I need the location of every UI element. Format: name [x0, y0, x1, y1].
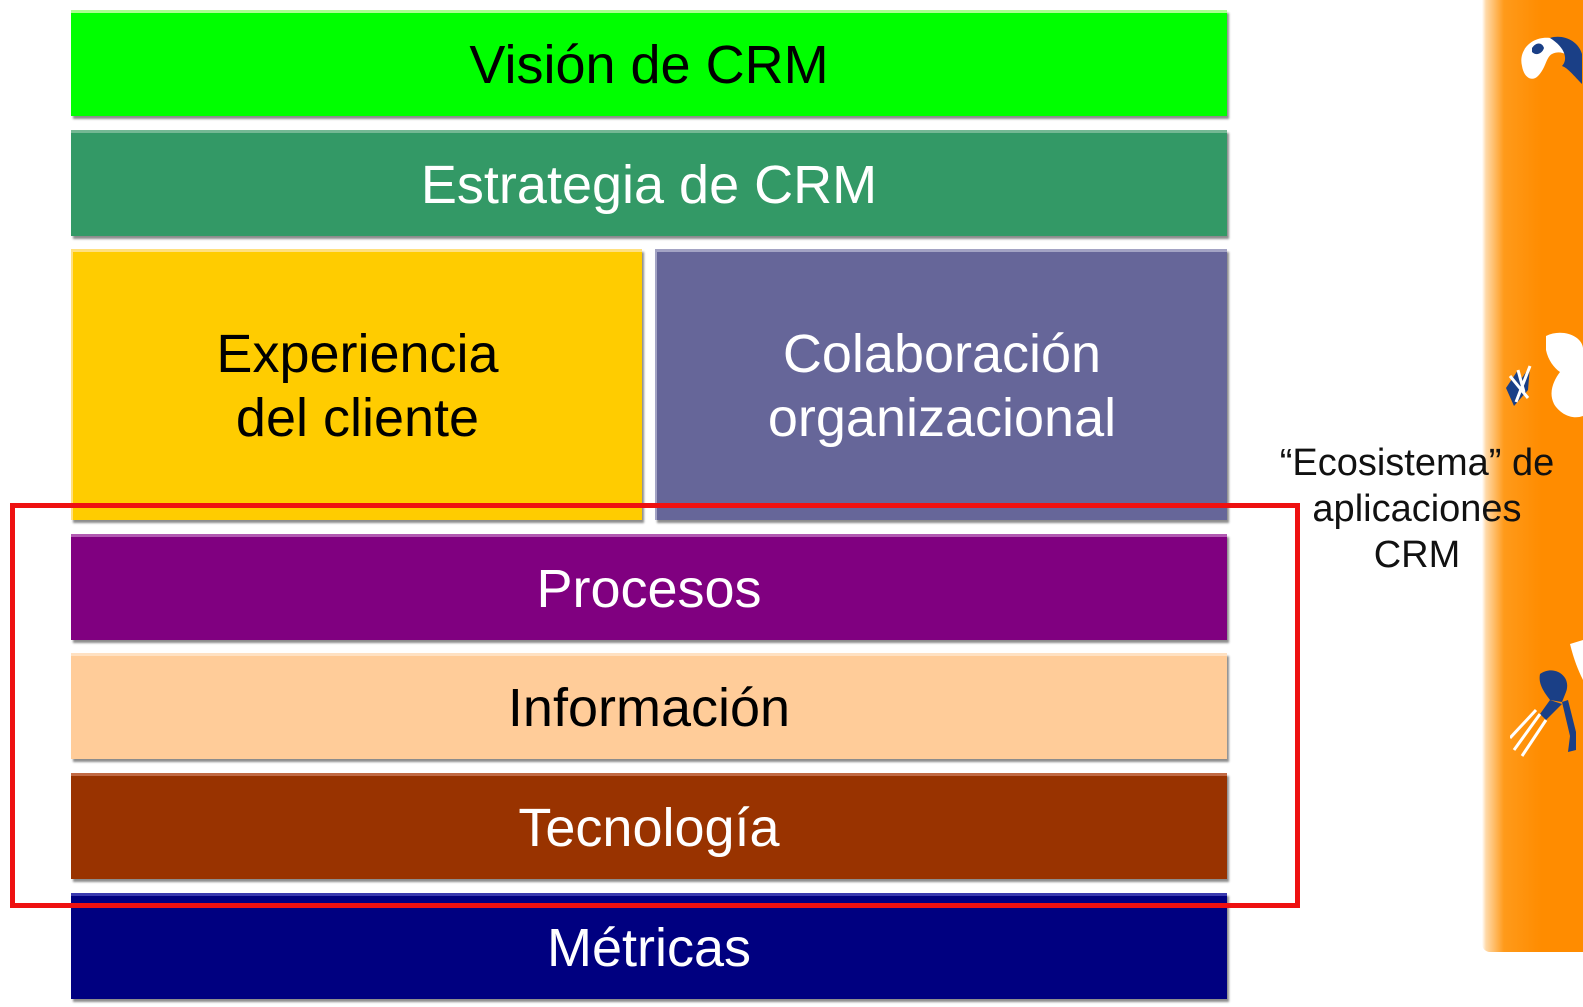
layer-label: Estrategia de CRM [420, 154, 878, 215]
layer-colaboracion-organizacional: Colaboración organizacional [655, 249, 1227, 520]
layer-procesos: Procesos [71, 534, 1227, 640]
layer-tecnologia: Tecnología [71, 773, 1227, 879]
side-caption-line-3: CRM [1373, 534, 1461, 576]
side-caption-line-2: aplicaciones [1312, 488, 1522, 530]
layer-label: Procesos [536, 558, 762, 619]
layer-metricas: Métricas [71, 893, 1227, 999]
layer-label: Visión de CRM [469, 34, 829, 95]
layer-label: Métricas [546, 917, 752, 978]
athlete-swimmer-icon [1521, 36, 1582, 84]
layer-label-line-1: Experiencia [216, 324, 499, 384]
layer-label: Tecnología [518, 797, 780, 858]
layer-label-line-2: del cliente [235, 388, 480, 448]
side-caption-line-1: “Ecosistema” de [1279, 442, 1555, 484]
side-caption: “Ecosistema” de aplicaciones CRM [1252, 440, 1582, 578]
layer-informacion: Información [71, 653, 1227, 759]
side-strip [1482, 0, 1583, 952]
layer-experiencia-del-cliente: Experiencia del cliente [71, 249, 642, 520]
layer-label: Información [507, 677, 791, 738]
layer-estrategia-de-crm: Estrategia de CRM [71, 130, 1227, 236]
layer-vision-de-crm: Visión de CRM [71, 10, 1227, 116]
athlete-runner-icon [1510, 640, 1583, 757]
athlete-diver-icon [1506, 332, 1583, 418]
layer-label-line-1: Colaboración [782, 324, 1102, 384]
layer-label-line-2: organizacional [767, 388, 1117, 448]
